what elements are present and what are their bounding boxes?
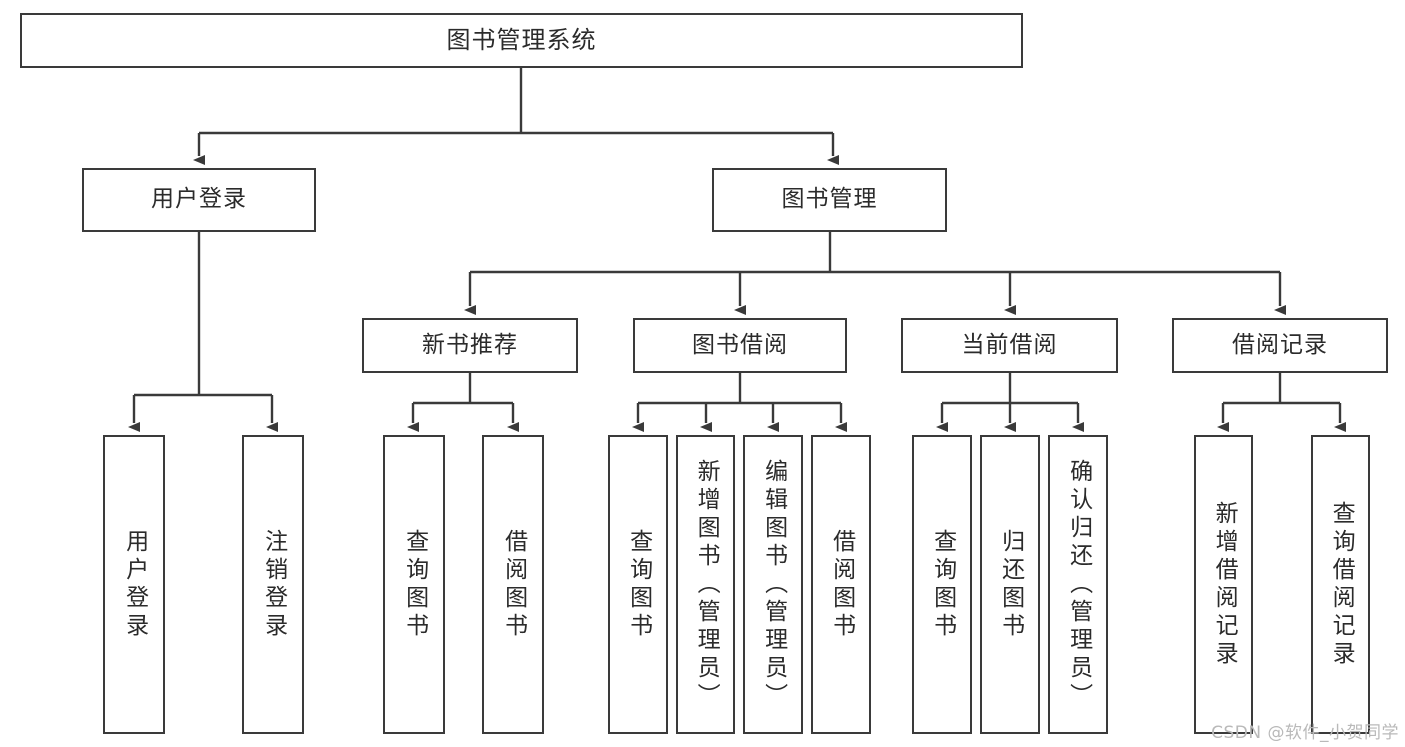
- leaf-borrow-book[interactable]: 借阅图书: [811, 435, 871, 734]
- leaf-user-login[interactable]: 用户登录: [103, 435, 165, 734]
- node-book-management[interactable]: 图书管理: [712, 168, 947, 232]
- node-root-system[interactable]: 图书管理系统: [20, 13, 1023, 68]
- node-borrow-record[interactable]: 借阅记录: [1172, 318, 1388, 373]
- leaf-confirm-return-admin[interactable]: 确认归还（管理员）: [1048, 435, 1108, 734]
- leaf-add-borrow-record[interactable]: 新增借阅记录: [1194, 435, 1253, 734]
- node-book-borrow[interactable]: 图书借阅: [633, 318, 847, 373]
- leaf-query-book-borrow[interactable]: 查询图书: [608, 435, 668, 734]
- node-new-book-recommend[interactable]: 新书推荐: [362, 318, 578, 373]
- leaf-borrow-book-recommend[interactable]: 借阅图书: [482, 435, 544, 734]
- leaf-return-book[interactable]: 归还图书: [980, 435, 1040, 734]
- node-user-login[interactable]: 用户登录: [82, 168, 316, 232]
- leaf-query-book-current[interactable]: 查询图书: [912, 435, 972, 734]
- leaf-query-book-recommend[interactable]: 查询图书: [383, 435, 445, 734]
- leaf-query-borrow-record[interactable]: 查询借阅记录: [1311, 435, 1370, 734]
- node-current-borrow[interactable]: 当前借阅: [901, 318, 1118, 373]
- leaf-edit-book-admin[interactable]: 编辑图书（管理员）: [743, 435, 803, 734]
- leaf-logout[interactable]: 注销登录: [242, 435, 304, 734]
- leaf-add-book-admin[interactable]: 新增图书（管理员）: [676, 435, 735, 734]
